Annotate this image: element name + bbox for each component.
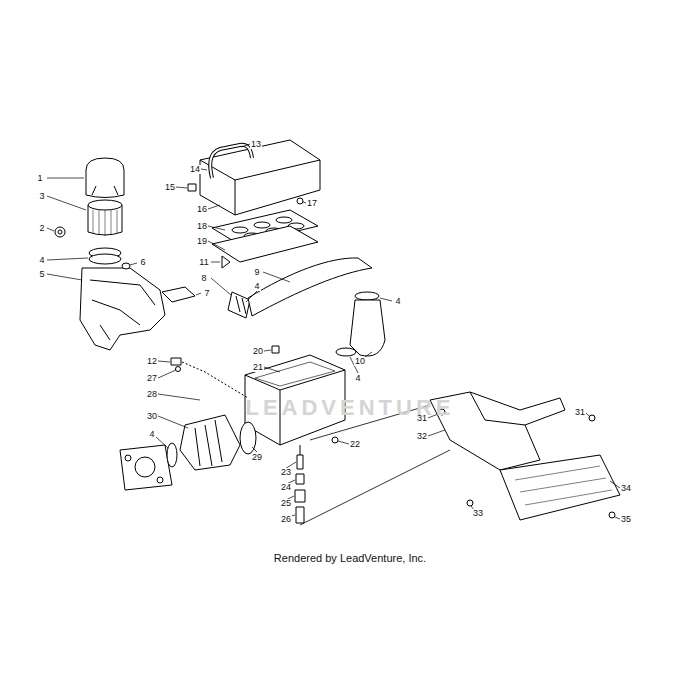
callout-number: 11 — [198, 258, 209, 267]
leader-lines — [47, 144, 620, 519]
callout-number: 20 — [252, 347, 264, 356]
callout-number: 4 — [394, 297, 401, 306]
credit-text: Rendered by LeadVenture, Inc. — [274, 553, 426, 564]
callout-number: 35 — [620, 515, 632, 524]
callout-number: 18 — [196, 222, 208, 231]
callout-number: 27 — [146, 374, 158, 383]
callout-number: 10 — [354, 357, 366, 366]
callout-number: 23 — [280, 468, 292, 477]
callout-number: 34 — [620, 484, 632, 493]
callout-number: 32 — [416, 432, 428, 441]
callout-number: 26 — [280, 515, 292, 524]
callout-number: 4 — [354, 374, 361, 383]
callout-number: 5 — [38, 270, 45, 279]
callout-number: 22 — [349, 440, 361, 449]
callout-number: 28 — [146, 390, 158, 399]
callout-number: 8 — [200, 274, 207, 283]
callout-number: 4 — [148, 430, 155, 439]
callout-number: 4 — [38, 256, 45, 265]
callout-number: 19 — [196, 237, 208, 246]
callout-number: 31 — [574, 408, 586, 417]
callout-number: 16 — [196, 205, 208, 214]
watermark-text: LEADVENTURE — [245, 397, 454, 419]
callout-number: 4 — [253, 282, 260, 291]
callout-number: 17 — [306, 199, 318, 208]
callout-number: 7 — [203, 289, 210, 298]
callout-number: 14 — [189, 165, 201, 174]
callout-number: 30 — [146, 412, 158, 421]
callout-number: 13 — [250, 140, 262, 149]
callout-number: 25 — [280, 499, 292, 508]
callout-number: 2 — [38, 224, 45, 233]
callout-number: 29 — [251, 453, 263, 462]
callout-number: 24 — [280, 483, 292, 492]
callout-number: 3 — [38, 192, 45, 201]
callout-number: 1 — [36, 174, 43, 183]
callout-number: 21 — [252, 363, 264, 372]
callout-number: 33 — [472, 509, 484, 518]
callout-number: 12 — [146, 357, 158, 366]
callout-number: 15 — [164, 183, 176, 192]
callout-number: 9 — [253, 268, 260, 277]
callout-number: 6 — [139, 258, 146, 267]
